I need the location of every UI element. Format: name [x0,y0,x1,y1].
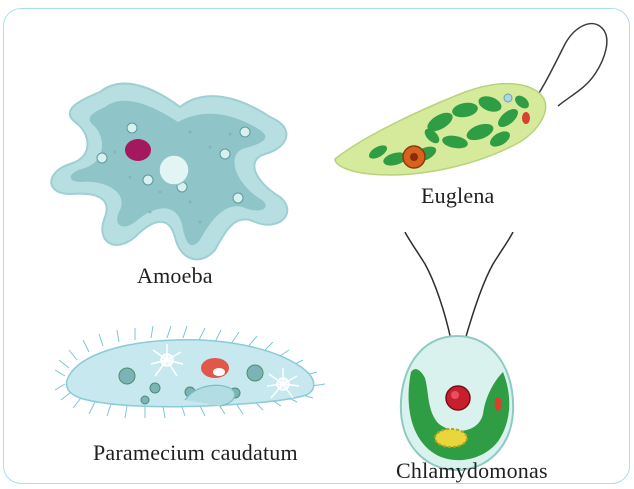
euglena-eyespot [522,112,530,124]
pyrenoid [435,429,467,447]
contractile-vacuole [159,155,189,185]
amoeba-illustration [40,72,310,267]
chlamydomonas-label: Chlamydomonas [396,458,548,484]
paramecium-illustration [55,318,340,428]
euglena-reservoir [504,94,512,102]
chlamydomonas-nucleus [446,386,470,410]
amoeba-label: Amoeba [137,263,213,289]
amoeba-nucleus [125,139,151,161]
chlamydomonas-illustration [395,232,520,472]
eyespot [495,397,502,411]
chlamydomonas-flagella [405,232,513,340]
euglena-illustration [330,14,615,184]
paramecium-label: Paramecium caudatum [93,440,298,466]
euglena-label: Euglena [421,183,494,209]
macronucleus [201,358,229,378]
